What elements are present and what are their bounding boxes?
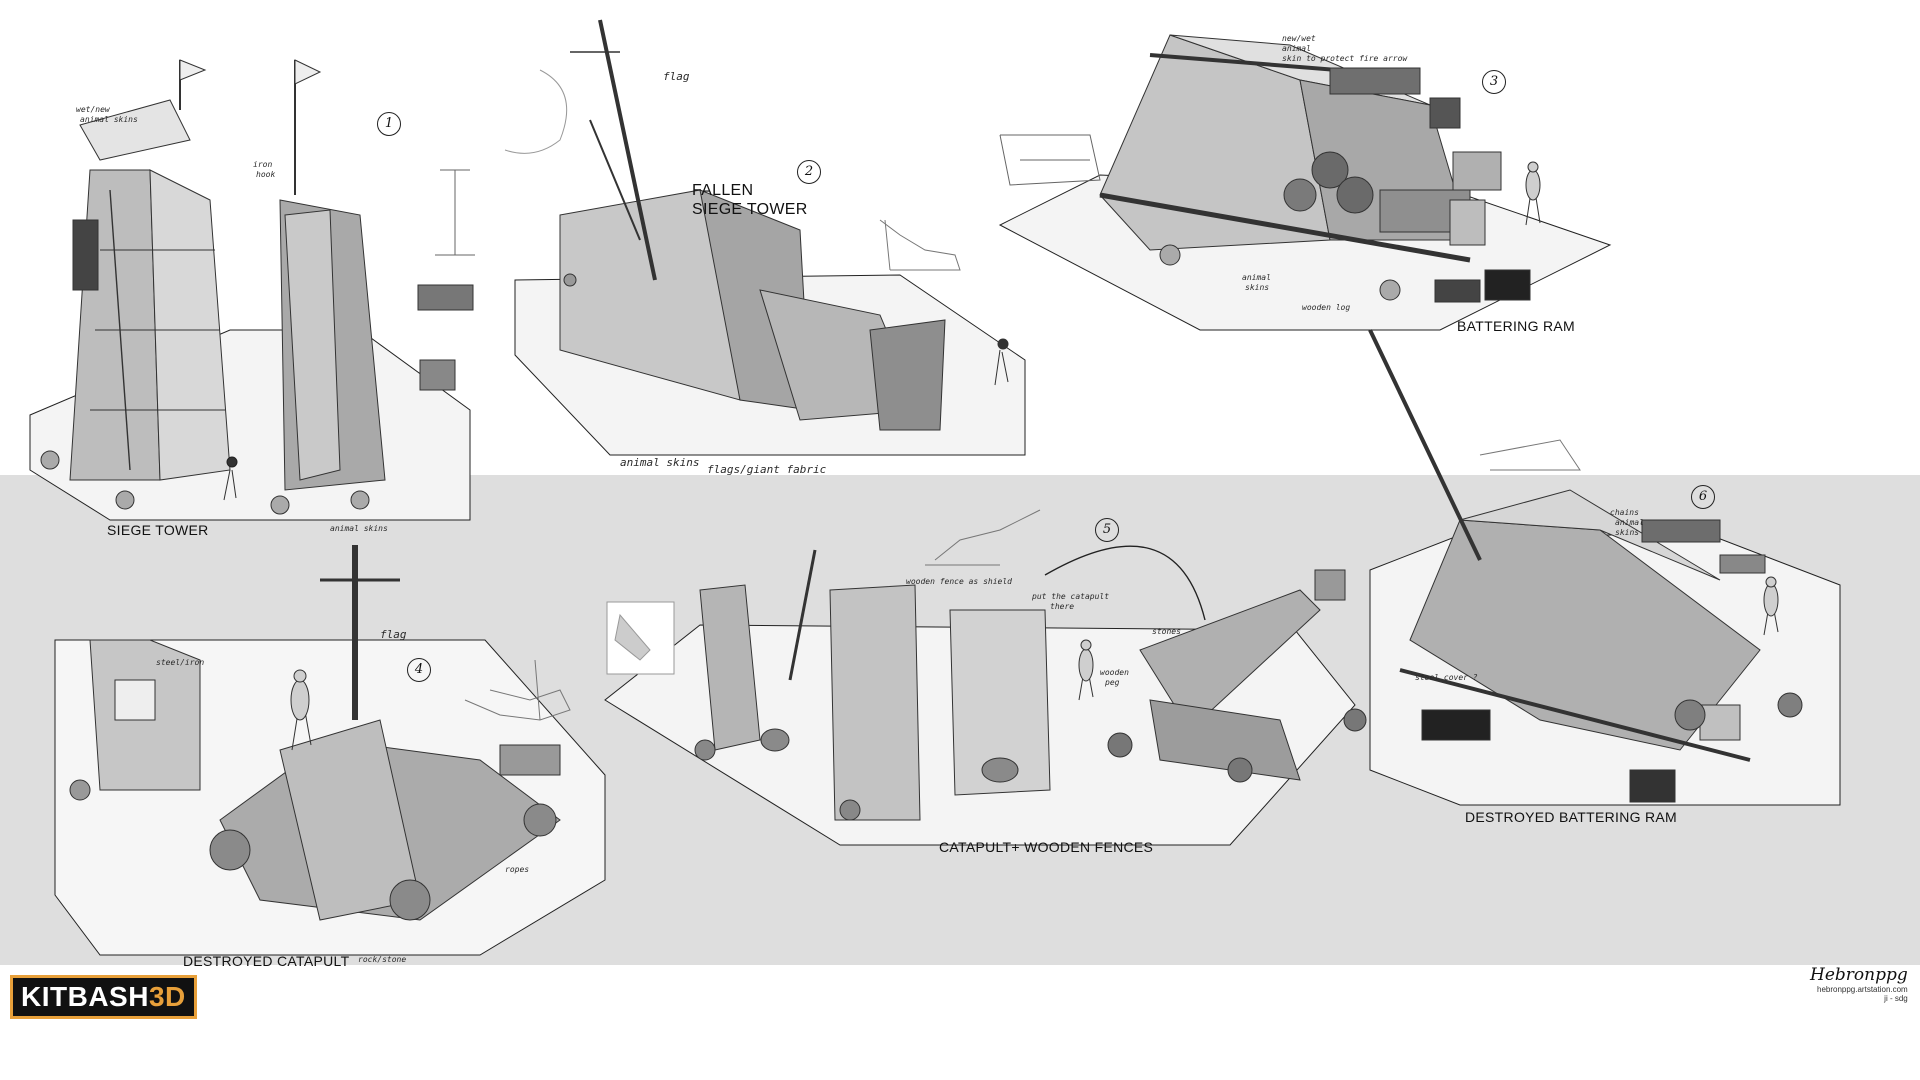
- note-steel-cover: steel cover ?: [1415, 673, 1478, 682]
- note-wooden-log: wooden log: [1302, 303, 1351, 312]
- note-wooden-peg-2: peg: [1105, 678, 1120, 687]
- note-rock-stone: rock/stone: [358, 955, 407, 964]
- note-iron-hook-2: hook: [256, 170, 276, 179]
- note-iron-hook: iron: [253, 160, 273, 169]
- caption-catapult-fences: CATAPULT+ WOODEN FENCES: [939, 839, 1154, 855]
- sketch-number-6: 6: [1691, 485, 1715, 509]
- catapult-fences-sketch: [694, 549, 1367, 821]
- artist-signature: Hebronppg hebronppg.artstation.com ji - …: [1810, 965, 1908, 1003]
- caption-siege-tower: SIEGE TOWER: [107, 522, 209, 538]
- note-fence-shield: wooden fence as shield: [906, 577, 1012, 586]
- note-put-catapult: put the catapult: [1032, 592, 1110, 601]
- note-wet-skins-2: animal skins: [80, 115, 138, 124]
- logo-text-orange: 3D: [148, 981, 186, 1012]
- destroyed-ram-references: [1421, 439, 1766, 803]
- sketch-number-2: 2: [797, 160, 821, 184]
- note-ram-animal-skins: animal: [1242, 273, 1271, 282]
- note-flag-fallen-tower: flag: [663, 70, 690, 83]
- siege-tower-references: [72, 169, 475, 391]
- signature-text: Hebronppg: [1810, 965, 1908, 985]
- fallen-tower-sketch: [504, 19, 1009, 431]
- note-ram-animal-skins-2: skins: [1245, 283, 1270, 292]
- catapult-reference-image: [606, 601, 675, 675]
- note-ropes: ropes: [505, 865, 530, 874]
- catapult-thumb: [925, 509, 1041, 566]
- caption-fallen-siege-tower: FALLEN SIEGE TOWER: [692, 181, 808, 219]
- note-wet-skins: wet/new: [76, 105, 110, 114]
- note-ram-skins-6b: skins: [1615, 528, 1640, 537]
- note-flags-fabric: flags/giant fabric: [707, 463, 827, 476]
- caption-battering-ram: BATTERING RAM: [1457, 318, 1575, 334]
- destroyed-ram-sketch: [1368, 329, 1803, 762]
- note-put-catapult-2: there: [1050, 602, 1075, 611]
- sketch-number-1: 1: [377, 112, 401, 136]
- sheet-version: ji - sdg: [1884, 994, 1908, 1003]
- caption-destroyed-catapult: DESTROYED CATAPULT: [183, 953, 350, 969]
- note-chains: chains: [1610, 508, 1639, 517]
- sketch-number-4: 4: [407, 658, 431, 682]
- destroyed-catapult-sketch: [69, 545, 561, 921]
- note-wooden-peg: wooden: [1100, 668, 1129, 677]
- fallen-tower-thumb: [879, 219, 961, 271]
- sketch-number-5: 5: [1095, 518, 1119, 542]
- battering-ram-person: [1525, 161, 1541, 226]
- logo-text-white: KITBASH: [21, 981, 149, 1012]
- caption-destroyed-battering-ram: DESTROYED BATTERING RAM: [1465, 809, 1677, 825]
- note-stones: stones: [1152, 627, 1181, 636]
- caption-fallen-line1: FALLEN: [692, 182, 754, 199]
- battering-ram-references: [999, 67, 1531, 303]
- destroyed-catapult-thumb: [464, 659, 571, 721]
- note-flag-catapult: flag: [380, 628, 407, 641]
- catapult-placement-arrow: [1044, 545, 1206, 621]
- note-ram-skin-3: skin to protect fire arrow: [1282, 54, 1408, 63]
- note-ram-skins-6: animal: [1615, 518, 1644, 527]
- note-animal-skins-tower: animal skins: [330, 524, 388, 533]
- note-animal-skins-fallen: animal skins: [620, 456, 700, 469]
- note-steel-iron: steel/iron: [156, 658, 205, 667]
- sketch-number-3: 3: [1482, 70, 1506, 94]
- note-ram-skin-2: animal: [1282, 44, 1311, 53]
- artist-url: hebronppg.artstation.com: [1817, 985, 1908, 994]
- caption-fallen-line2: SIEGE TOWER: [692, 201, 808, 218]
- note-ram-skin: new/wet: [1282, 34, 1316, 43]
